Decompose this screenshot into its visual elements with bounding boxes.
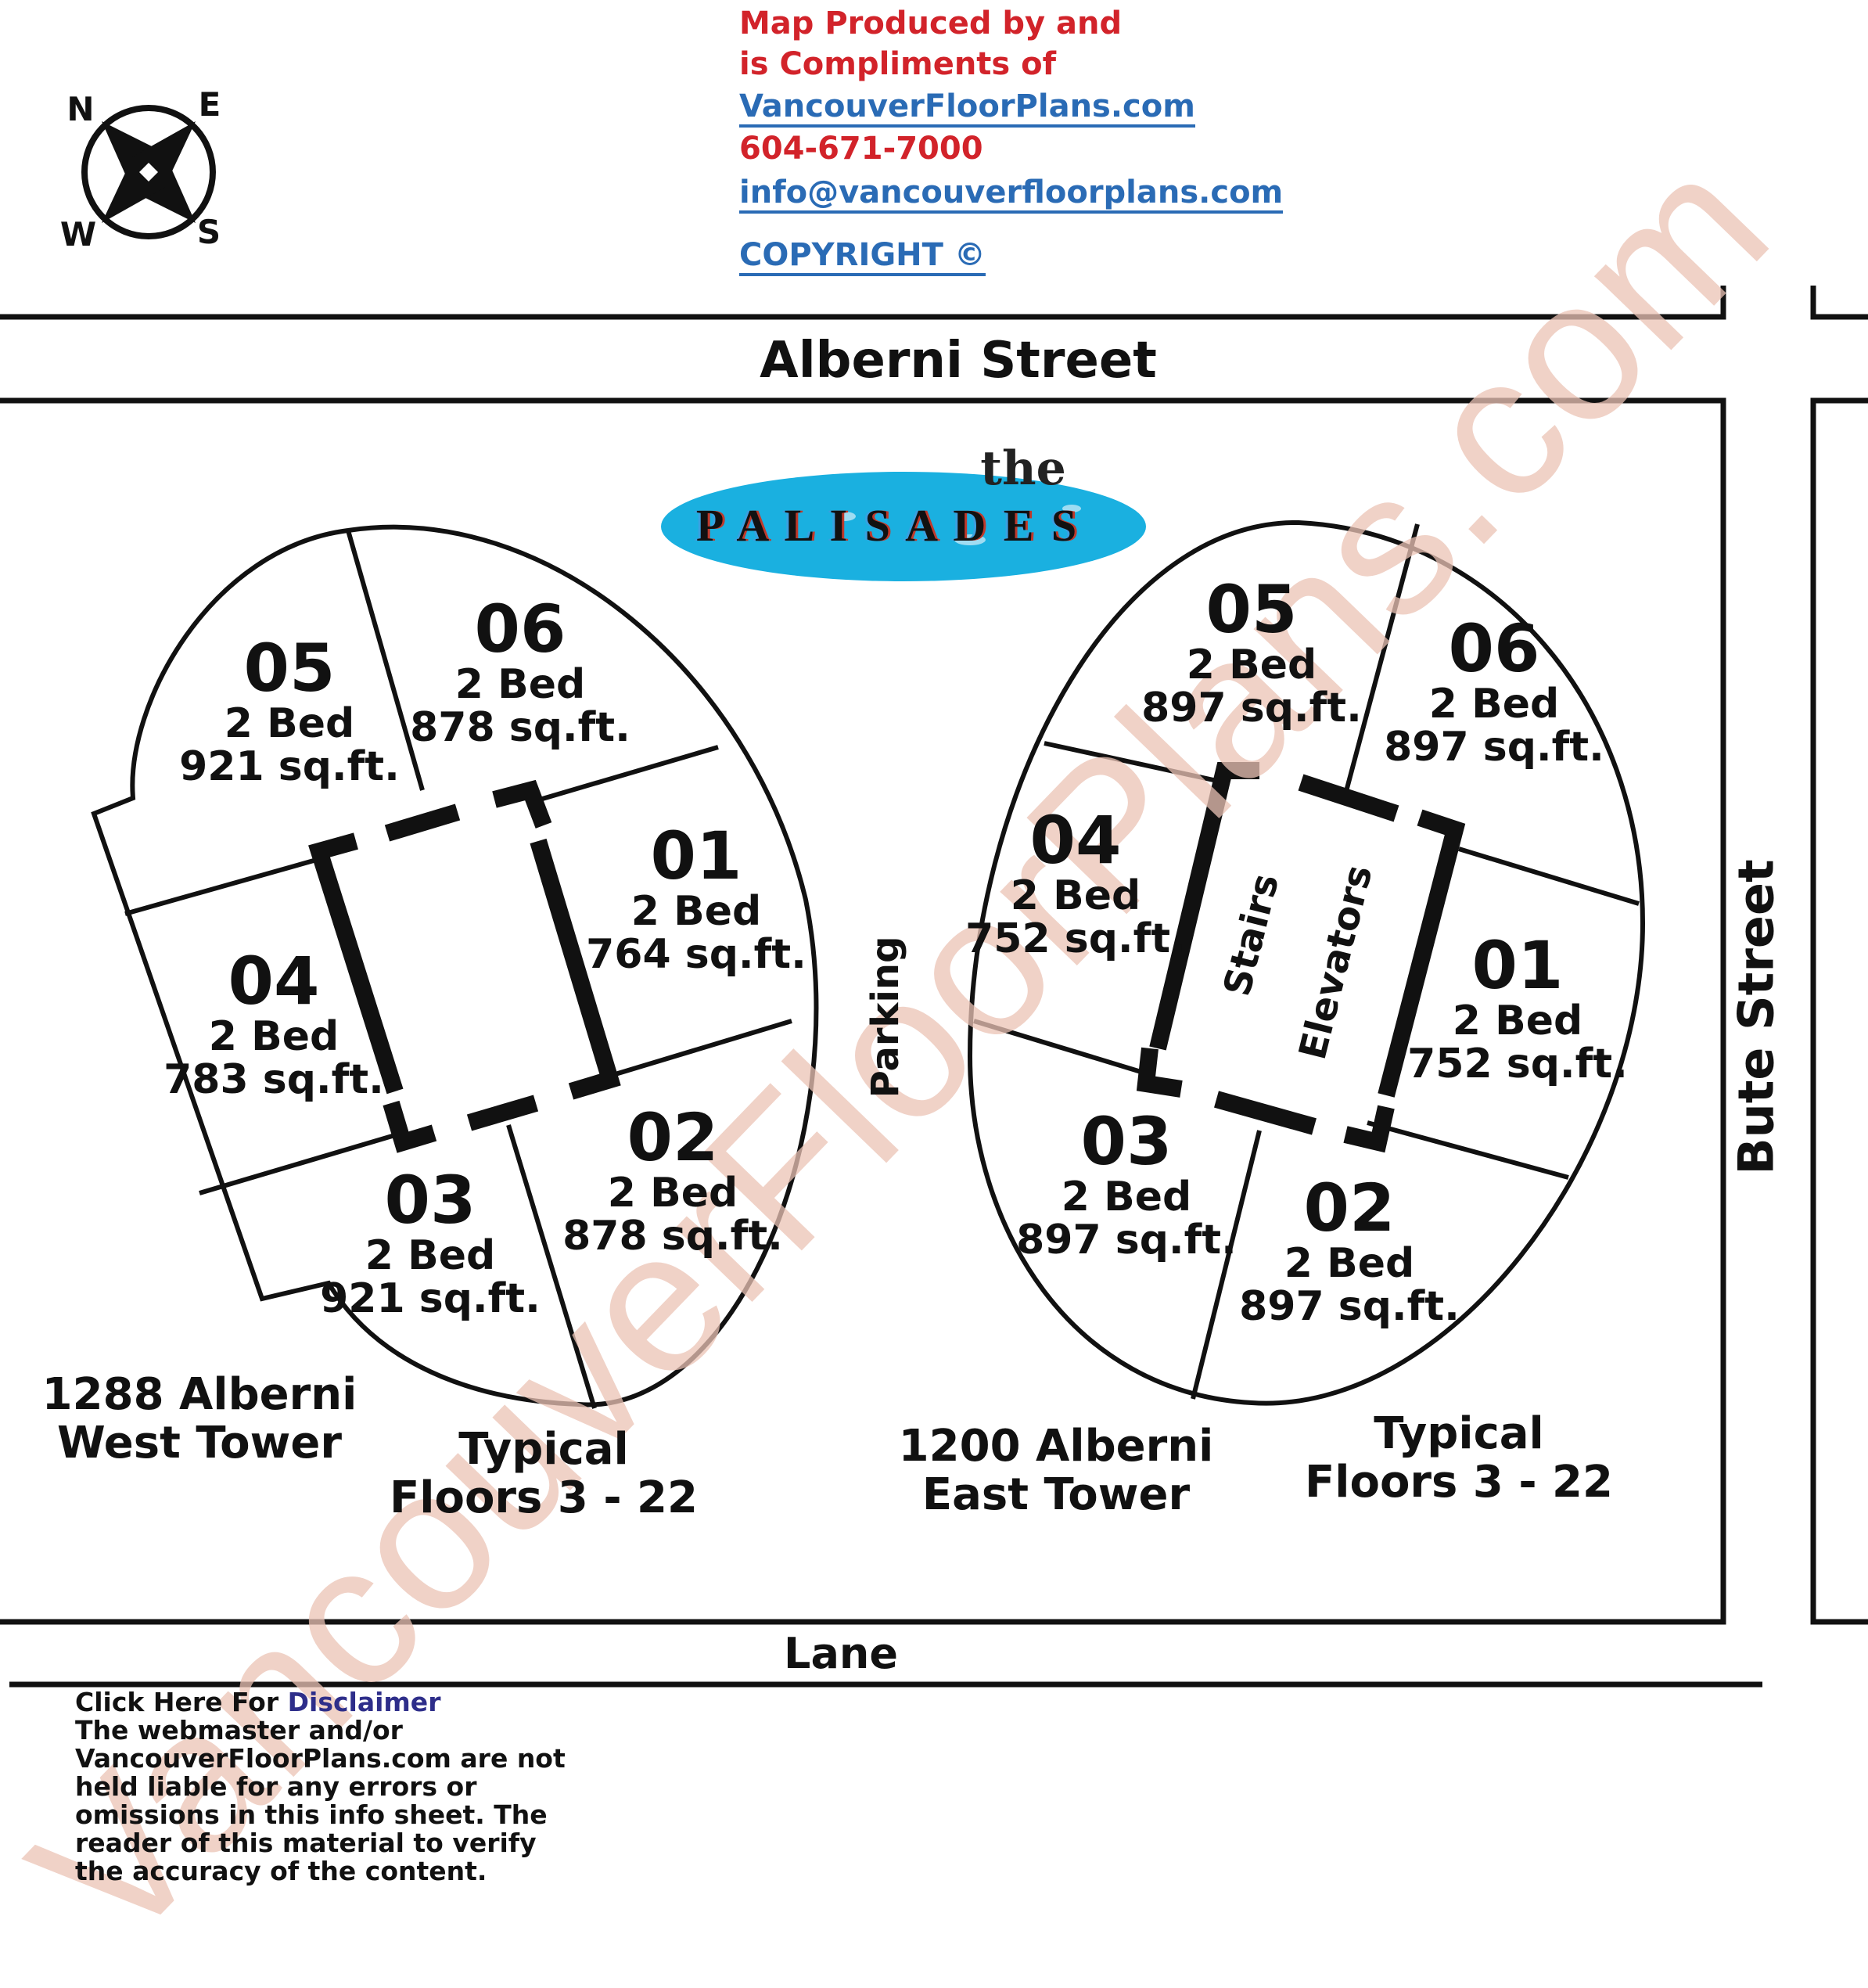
unit-beds: 2 Bed <box>1061 1174 1192 1221</box>
east-floors-line1: Typical <box>1374 1408 1544 1459</box>
west-tower-name: West Tower <box>57 1418 342 1469</box>
east-tower-name: East Tower <box>921 1469 1191 1520</box>
street-bute: Bute Street <box>1727 859 1785 1175</box>
unit-area: 897 sq.ft. <box>1239 1282 1460 1330</box>
disclaimer-link-line: Click Here For Disclaimer <box>75 1688 576 1717</box>
header-produced-by: Map Produced by and <box>739 5 1123 41</box>
copyright-notice: COPYRIGHT © <box>739 236 986 276</box>
logo-name: P A L I S A D E S <box>695 500 1080 551</box>
unit-number: 01 <box>650 818 742 894</box>
header-compliments: is Compliments of <box>739 46 1057 82</box>
west-unit-04: 04 2 Bed 783 sq.ft. <box>149 947 399 1101</box>
unit-area: 878 sq.ft. <box>562 1212 783 1260</box>
unit-area: 921 sq.ft. <box>179 742 400 790</box>
site-plan-drawing <box>0 105 1868 1688</box>
unit-beds: 2 Bed <box>365 1232 496 1280</box>
west-tower-address: 1288 Alberni <box>41 1369 357 1420</box>
email-link-text: info@vancouverfloorplans.com <box>739 174 1284 214</box>
palisades-logo <box>661 472 1146 581</box>
east-unit-01: 01 2 Bed 752 sq.ft. <box>1400 931 1635 1085</box>
east-tower-outline <box>967 519 1646 1406</box>
unit-beds: 2 Bed <box>1284 1240 1415 1288</box>
unit-number: 03 <box>384 1162 476 1238</box>
unit-number: 04 <box>1029 802 1122 879</box>
unit-number: 06 <box>1448 610 1540 687</box>
unit-beds: 2 Bed <box>224 700 355 748</box>
unit-area: 897 sq.ft. <box>1384 723 1604 771</box>
unit-area: 897 sq.ft. <box>1141 684 1362 732</box>
unit-beds: 2 Bed <box>1186 642 1317 689</box>
unit-number: 06 <box>474 591 566 667</box>
compass-south: S <box>196 213 221 251</box>
unit-area: 878 sq.ft. <box>410 703 630 751</box>
compass-east: E <box>198 85 221 124</box>
unit-area: 897 sq.ft. <box>1016 1216 1237 1264</box>
west-unit-02: 02 2 Bed 878 sq.ft. <box>548 1103 798 1257</box>
west-tower-caption: 1288 Alberni West Tower <box>31 1371 368 1468</box>
west-tower-outline <box>91 524 819 1409</box>
disclaimer-block: Click Here For Disclaimer The webmaster … <box>75 1688 576 1886</box>
unit-beds: 2 Bed <box>454 661 586 709</box>
copyright-text: COPYRIGHT © <box>739 237 986 276</box>
email-link[interactable]: info@vancouverfloorplans.com <box>739 174 1284 214</box>
website-link[interactable]: VancouverFloorPlans.com <box>739 88 1195 128</box>
unit-beds: 2 Bed <box>1452 998 1583 1045</box>
east-unit-05: 05 2 Bed 897 sq.ft. <box>1126 575 1377 729</box>
unit-area: 764 sq.ft. <box>586 930 806 978</box>
unit-number: 04 <box>228 943 320 1019</box>
unit-area: 783 sq.ft. <box>163 1055 384 1103</box>
east-unit-06: 06 2 Bed 897 sq.ft. <box>1369 614 1619 768</box>
east-tower-core <box>1136 762 1466 1153</box>
compass-north: N <box>66 90 95 128</box>
unit-beds: 2 Bed <box>1428 681 1560 728</box>
west-tower-floors: Typical Floors 3 - 22 <box>375 1425 712 1522</box>
parking-label: Parking <box>863 936 907 1098</box>
logo-the: the <box>980 441 1066 496</box>
unit-area: 921 sq.ft. <box>320 1274 541 1322</box>
east-unit-04: 04 2 Bed 752 sq.ft. <box>958 806 1193 960</box>
west-floors-line1: Typical <box>458 1424 629 1475</box>
west-unit-05: 05 2 Bed 921 sq.ft. <box>164 634 415 788</box>
phone-number: 604-671-7000 <box>739 131 983 167</box>
east-tower-floors: Typical Floors 3 - 22 <box>1291 1410 1627 1507</box>
west-unit-01: 01 2 Bed 764 sq.ft. <box>571 821 821 976</box>
unit-number: 02 <box>1303 1170 1396 1246</box>
west-unit-03: 03 2 Bed 921 sq.ft. <box>305 1166 555 1320</box>
unit-number: 01 <box>1471 927 1564 1004</box>
unit-number: 05 <box>1205 571 1298 648</box>
disclaimer-prefix: Click Here For <box>75 1687 288 1717</box>
east-unit-02: 02 2 Bed 897 sq.ft. <box>1224 1174 1475 1328</box>
unit-area: 752 sq.ft. <box>1407 1040 1628 1087</box>
east-tower-caption: 1200 Alberni East Tower <box>876 1422 1236 1519</box>
unit-beds: 2 Bed <box>630 888 762 936</box>
street-alberni: Alberni Street <box>760 332 1157 390</box>
unit-beds: 2 Bed <box>208 1013 339 1061</box>
west-tower-core <box>308 779 621 1153</box>
west-unit-06: 06 2 Bed 878 sq.ft. <box>391 595 649 749</box>
website-link-text: VancouverFloorPlans.com <box>739 88 1195 128</box>
unit-area: 752 sq.ft. <box>965 915 1186 962</box>
unit-number: 03 <box>1080 1103 1173 1180</box>
compass-west: W <box>59 215 97 253</box>
east-floors-line2: Floors 3 - 22 <box>1305 1457 1613 1508</box>
unit-beds: 2 Bed <box>607 1170 738 1217</box>
unit-number: 02 <box>627 1099 719 1176</box>
property-lines <box>0 286 1868 1688</box>
east-unit-03: 03 2 Bed 897 sq.ft. <box>1001 1107 1252 1261</box>
floor-plan-stage: Map Produced by and is Compliments of Va… <box>0 5 1868 1986</box>
compass-icon <box>81 105 216 239</box>
unit-number: 05 <box>243 630 336 706</box>
east-tower-address: 1200 Alberni <box>898 1421 1214 1472</box>
disclaimer-link[interactable]: Disclaimer <box>287 1687 441 1717</box>
street-lane: Lane <box>784 1629 898 1678</box>
west-floors-line2: Floors 3 - 22 <box>390 1472 698 1523</box>
unit-beds: 2 Bed <box>1010 872 1141 920</box>
disclaimer-body: The webmaster and/or VancouverFloorPlans… <box>75 1715 566 1886</box>
